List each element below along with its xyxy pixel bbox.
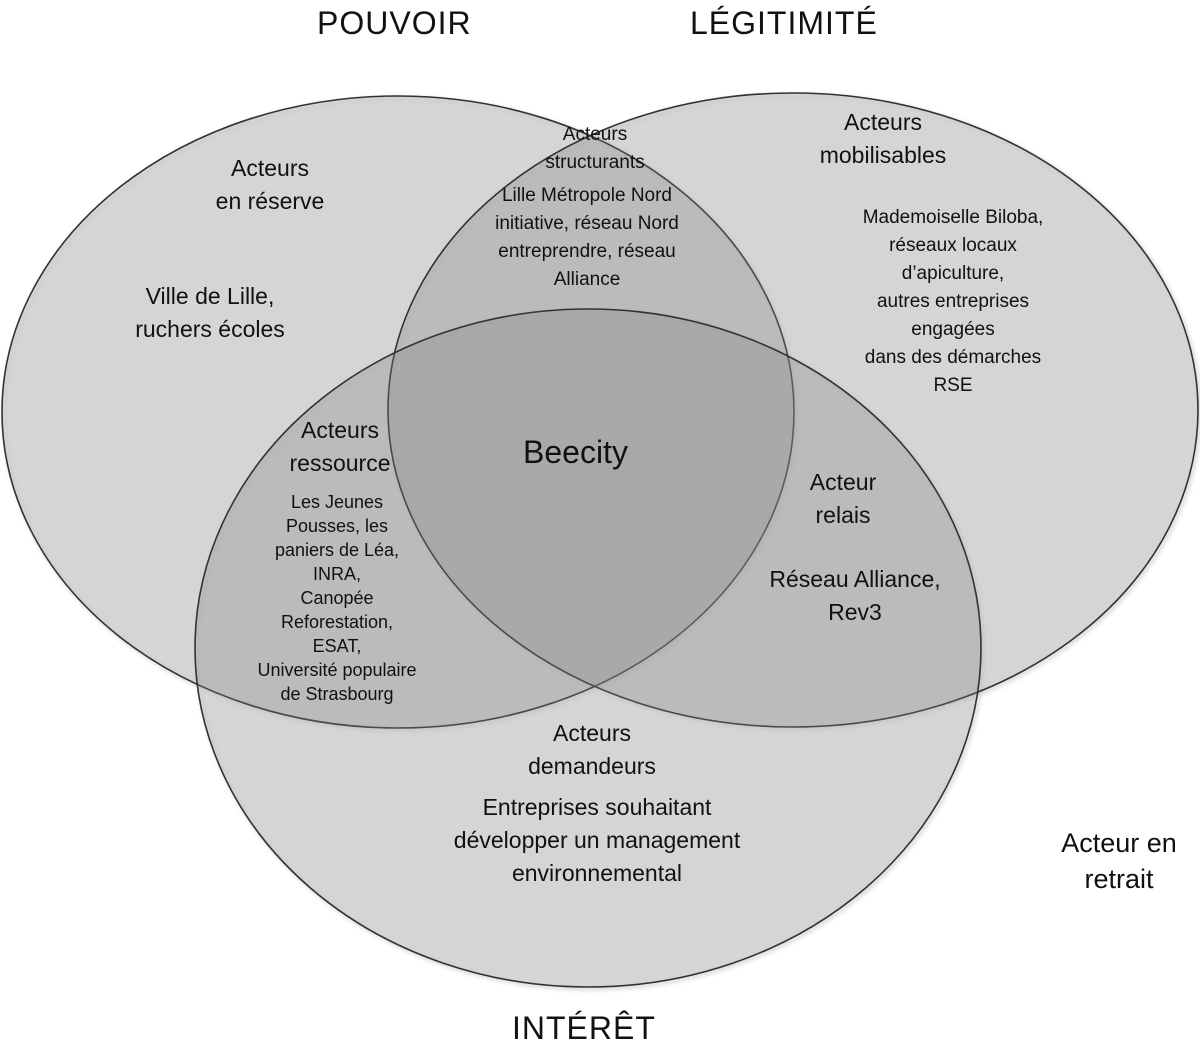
region-demandeurs-members: Entreprises souhaitant développer un man… bbox=[453, 794, 741, 886]
title-legitimite: LÉGITIMITÉ bbox=[690, 5, 878, 41]
title-interet: INTÉRÊT bbox=[512, 1010, 656, 1046]
circle-interet bbox=[194, 308, 982, 988]
region-relais-title: Acteur relais bbox=[809, 469, 877, 528]
region-demandeurs-title: Acteurs demandeurs bbox=[528, 720, 656, 779]
region-structurants-title: Acteurs structurants bbox=[545, 124, 645, 173]
region-relais-members: Réseau Alliance, Rev3 bbox=[769, 566, 941, 625]
center-label: Beecity bbox=[523, 434, 628, 470]
region-mobilisables-title: Acteurs mobilisables bbox=[819, 109, 947, 168]
region-mobilisables-members: Mademoiselle Biloba, réseaux locaux d’ap… bbox=[862, 207, 1044, 396]
region-reserve-members: Ville de Lille, ruchers écoles bbox=[135, 283, 285, 342]
region-reserve-title: Acteurs en réserve bbox=[215, 155, 325, 214]
title-pouvoir: POUVOIR bbox=[317, 5, 472, 41]
region-structurants-members: Lille Métropole Nord initiative, réseau … bbox=[495, 185, 679, 290]
region-retrait-title: Acteur en retrait bbox=[1061, 828, 1177, 894]
region-ressource-members: Les Jeunes Pousses, les paniers de Léa, … bbox=[257, 492, 417, 704]
region-ressource-title: Acteurs ressource bbox=[289, 417, 391, 476]
